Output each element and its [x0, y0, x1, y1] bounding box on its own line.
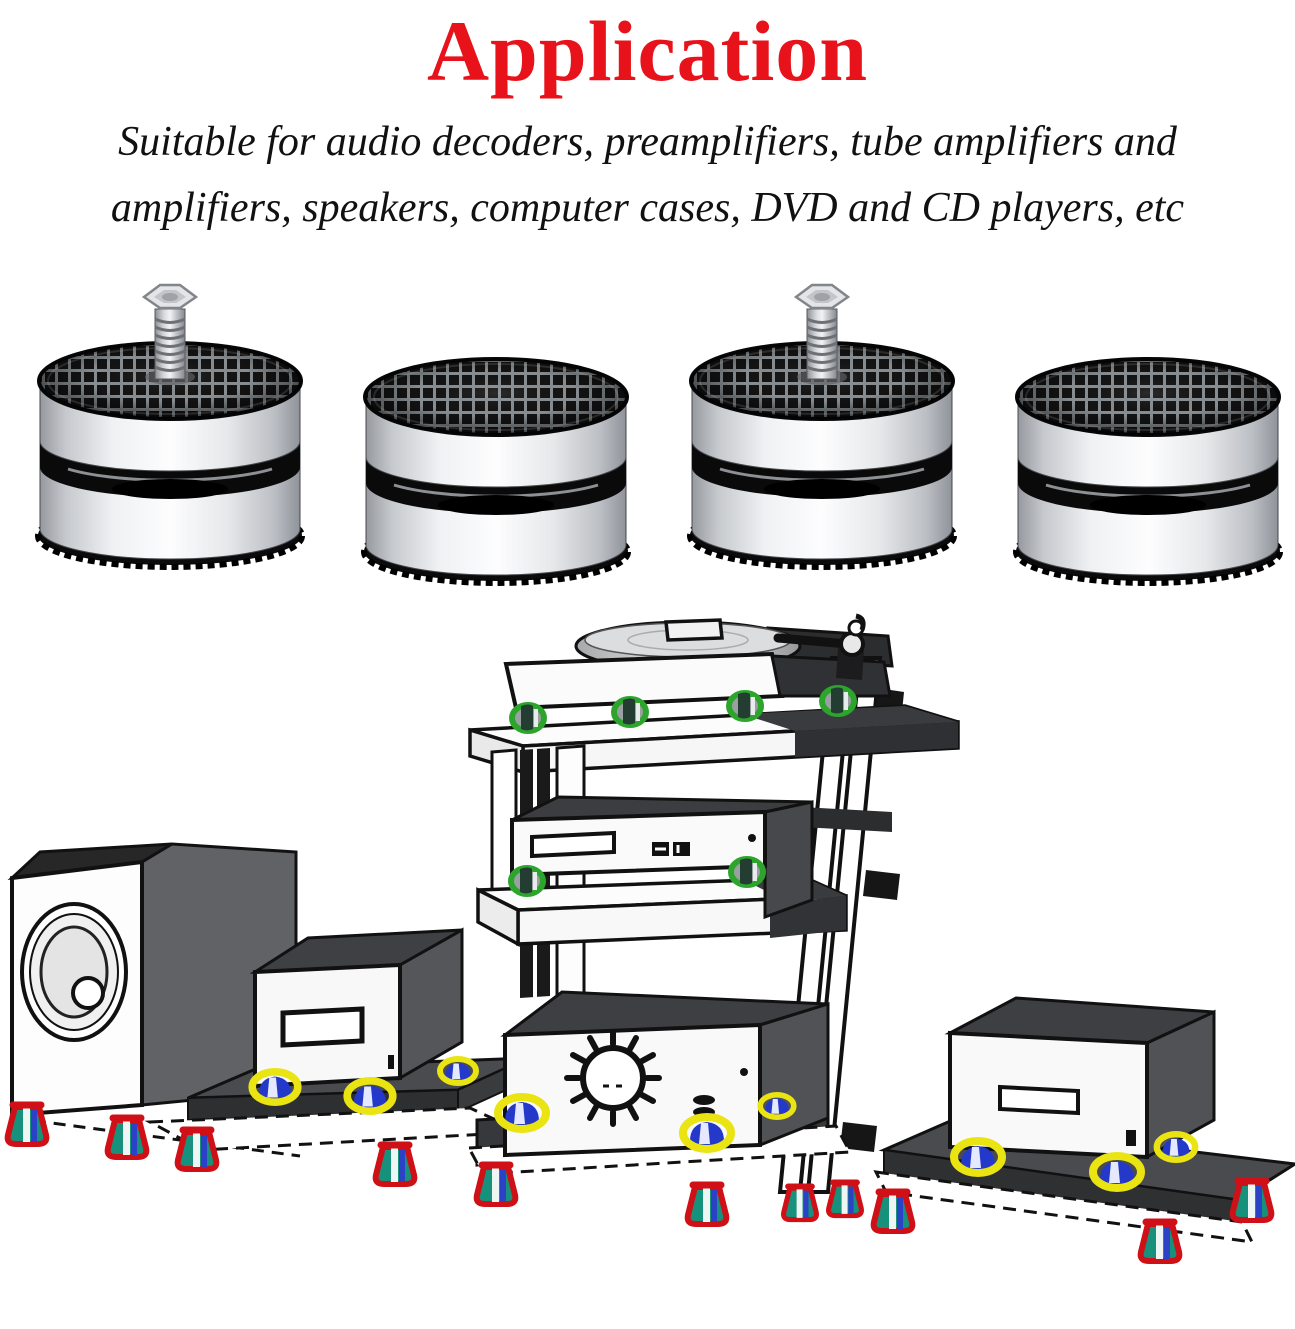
product-photo-isolation-foot-3: [690, 285, 954, 567]
display-slot: [998, 1085, 1080, 1116]
power-amplifier: [944, 996, 1216, 1160]
description-line-1: Suitable for audio decoders, preamplifie…: [118, 118, 1177, 165]
subwoofer-speaker: [7, 842, 301, 1158]
product-photos-row: [0, 271, 1295, 586]
description-line-2: amplifiers, speakers, computer cases, DV…: [110, 184, 1185, 231]
integrated-amplifier: [500, 990, 830, 1158]
turntable: [503, 613, 892, 711]
product-photo-isolation-foot-4: [1016, 359, 1280, 583]
product-photo-isolation-foot-1: [38, 285, 302, 567]
disc-tray-slot: [530, 831, 616, 859]
display-slot: [280, 1006, 365, 1048]
application-scene-illustration: [0, 613, 1295, 1272]
volume-knob: [580, 1045, 646, 1112]
page-title: Application: [426, 3, 869, 99]
description-text: Suitable for audio decoders, preamplifie…: [0, 109, 1295, 242]
product-photo-isolation-foot-2: [364, 359, 628, 583]
cd-player: [510, 795, 814, 920]
tonearm: [773, 633, 853, 649]
mini-amplifier: [249, 927, 464, 1089]
